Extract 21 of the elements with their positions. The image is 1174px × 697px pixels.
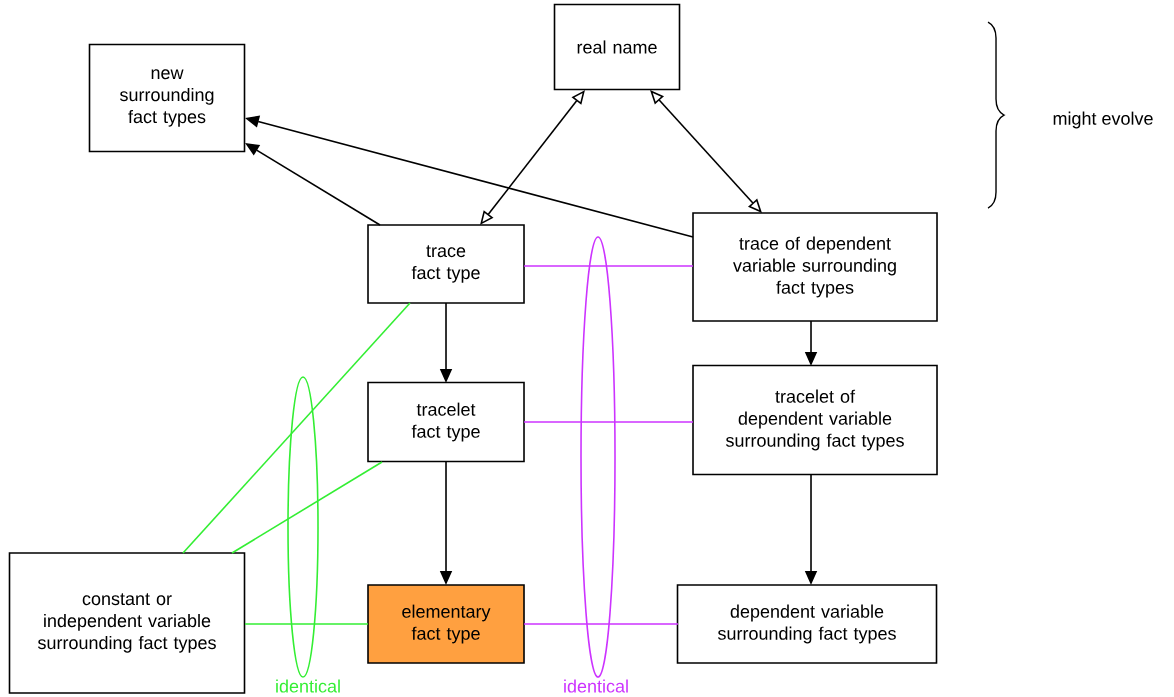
arrow xyxy=(650,90,762,213)
process-box: real name xyxy=(553,3,681,91)
process-box: new surrounding fact types xyxy=(88,43,246,153)
ellipse-label: identical xyxy=(276,679,340,693)
connector-line xyxy=(231,461,383,554)
process-box: tracelet of dependent variable surrounding fact types xyxy=(692,364,938,476)
process-box: dependent variable surrounding fact types xyxy=(676,584,938,664)
connector-line xyxy=(244,623,369,625)
process-box: trace of dependent variable surrounding fact types xyxy=(692,212,938,322)
arrow xyxy=(245,143,381,226)
process-box: trace fact type xyxy=(367,224,525,304)
connector-line xyxy=(523,265,694,267)
connector-line xyxy=(182,302,411,554)
process-box: tracelet fact type xyxy=(367,381,525,463)
process-box: elementary fact type xyxy=(367,584,525,664)
process-box: constant or independent variable surrounding fact types xyxy=(8,552,246,694)
ellipse-label: identical xyxy=(564,679,628,693)
note-text: might evolve xyxy=(1053,111,1153,129)
connector-line xyxy=(523,421,694,423)
arrow xyxy=(480,90,585,225)
connector-line xyxy=(523,623,679,625)
